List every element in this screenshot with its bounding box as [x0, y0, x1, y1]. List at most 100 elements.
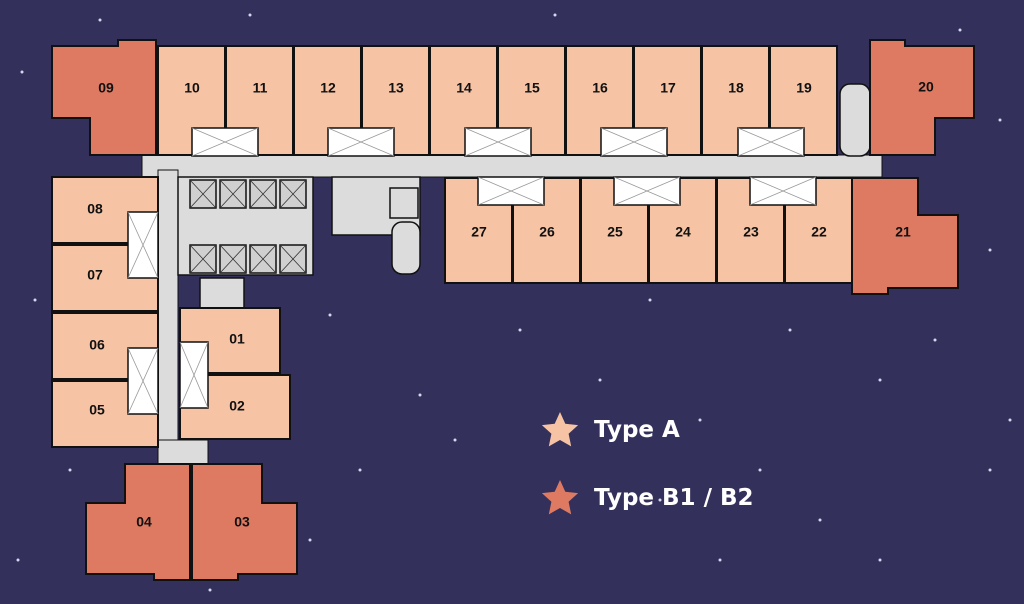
lift-car [219, 244, 247, 274]
unit-04[interactable] [85, 463, 191, 581]
light-well [191, 127, 259, 157]
star-icon [541, 480, 579, 515]
lift-car [249, 179, 277, 209]
star-dot [758, 468, 762, 472]
lift-core [177, 83, 871, 311]
south-corridor-end [157, 439, 209, 465]
unit-08[interactable] [51, 176, 159, 244]
star-dot [358, 468, 362, 472]
unit-label-02: 02 [229, 398, 245, 414]
unit-label-08: 08 [87, 201, 103, 217]
light-well [749, 176, 817, 206]
star-dot [248, 13, 252, 17]
unit-label-11: 11 [253, 80, 268, 96]
star-dot [718, 558, 722, 562]
unit-21[interactable] [851, 177, 959, 295]
unit-01[interactable] [179, 307, 281, 374]
star-dot [988, 468, 992, 472]
unit-label-20: 20 [918, 79, 934, 95]
lift-car [249, 244, 277, 274]
light-well [127, 211, 159, 279]
star-dot [328, 313, 332, 317]
lift-car [279, 179, 307, 209]
unit-label-05: 05 [89, 402, 105, 418]
star-dot [658, 498, 662, 502]
light-well [127, 347, 159, 415]
unit-label-12: 12 [320, 80, 336, 96]
unit-label-26: 26 [539, 224, 555, 240]
star-icon-shape [541, 412, 579, 447]
stair-east [839, 83, 871, 157]
star-dot [518, 328, 522, 332]
unit-label-13: 13 [388, 80, 404, 96]
unit-label-16: 16 [592, 80, 608, 96]
unit-label-23: 23 [743, 224, 759, 240]
unit-09[interactable] [51, 39, 157, 156]
unit-label-27: 27 [471, 224, 487, 240]
star-dot [453, 438, 457, 442]
light-well [327, 127, 395, 157]
star-dot [958, 28, 962, 32]
unit-label-22: 22 [811, 224, 827, 240]
star-dot [698, 418, 702, 422]
star-dot [788, 328, 792, 332]
star-dot [988, 248, 992, 252]
unit-label-19: 19 [796, 80, 812, 96]
star-dot [1008, 418, 1012, 422]
unit-label-10: 10 [184, 80, 200, 96]
unit-label-04: 04 [136, 514, 152, 530]
legend-item-type-a: Type A [540, 410, 754, 450]
unit-label-09: 09 [98, 80, 114, 96]
star-icon [541, 412, 579, 447]
star-dot [648, 298, 652, 302]
unit-label-14: 14 [456, 80, 472, 96]
star-dot [553, 13, 557, 17]
light-well [600, 127, 668, 157]
unit-20[interactable] [869, 39, 975, 156]
lift-car [189, 179, 217, 209]
star-dot [933, 338, 937, 342]
star-dot [16, 558, 20, 562]
stair-west [199, 277, 245, 311]
star-dot [20, 70, 24, 74]
light-well [179, 341, 209, 409]
star-dot [418, 393, 422, 397]
unit-label-17: 17 [660, 80, 676, 96]
unit-label-01: 01 [229, 331, 245, 347]
light-well [737, 127, 805, 157]
main-corridor [141, 154, 883, 178]
unit-label-24: 24 [675, 224, 691, 240]
west-corridor [157, 169, 179, 464]
lift-car [279, 244, 307, 274]
star-icon-shape [541, 480, 579, 515]
unit-label-18: 18 [728, 80, 744, 96]
star-dot [878, 378, 882, 382]
lift-car [189, 244, 217, 274]
star-dot [818, 518, 822, 522]
legend-label-type-b: Type B1 / B2 [594, 485, 754, 511]
star-dot [598, 378, 602, 382]
service-lift [389, 187, 419, 219]
star-dot [308, 538, 312, 542]
star-dot [33, 298, 37, 302]
unit-label-07: 07 [87, 267, 103, 283]
lift-car [219, 179, 247, 209]
star-dot [68, 468, 72, 472]
star-dot [208, 588, 212, 592]
light-well [477, 176, 545, 206]
unit-label-15: 15 [524, 80, 540, 96]
star-dot [98, 18, 102, 22]
star-field [16, 13, 1012, 592]
unit-label-21: 21 [895, 224, 911, 240]
star-dot [998, 118, 1002, 122]
legend-label-type-a: Type A [594, 417, 680, 443]
stair-central [391, 221, 421, 275]
unit-label-03: 03 [234, 514, 250, 530]
light-well [464, 127, 532, 157]
legend: Type A Type B1 / B2 [540, 410, 754, 518]
unit-03[interactable] [191, 463, 298, 581]
star-dot [878, 558, 882, 562]
light-well [613, 176, 681, 206]
unit-label-25: 25 [607, 224, 623, 240]
